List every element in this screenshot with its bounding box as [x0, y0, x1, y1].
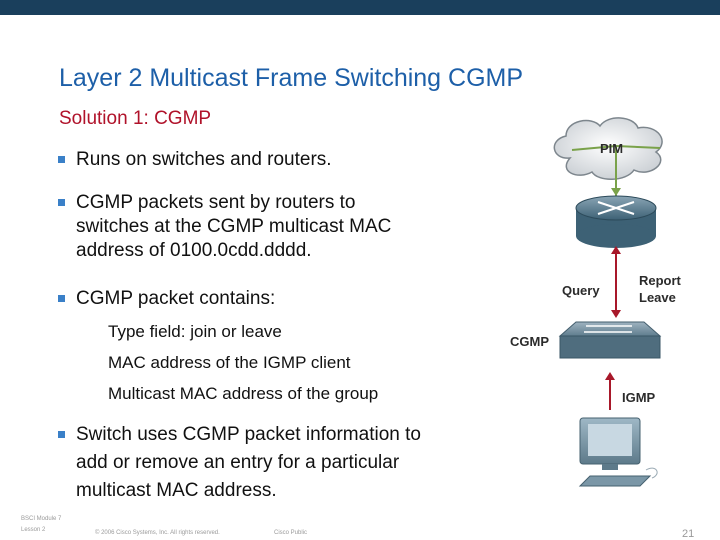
report-arrow-icon: [611, 246, 621, 254]
bullet-marker-icon: [58, 295, 65, 302]
footer-classification: Cisco Public: [274, 530, 308, 536]
bullet-line: CGMP packets sent by routers to: [76, 192, 356, 213]
query-label: Query: [562, 283, 600, 298]
leave-label: Leave: [639, 290, 676, 305]
pim-cloud-icon: PIM: [553, 117, 663, 180]
top-bar: [0, 0, 720, 15]
bullet-marker-icon: [58, 431, 65, 438]
sub-item-multicast-mac: Multicast MAC address of the group: [108, 384, 379, 403]
slide-subtitle: Solution 1: CGMP: [59, 108, 212, 129]
footer-lesson: Lesson 2: [21, 527, 46, 533]
pc-icon: [578, 417, 658, 487]
bullet-line: multicast MAC address.: [76, 480, 277, 501]
bullet-marker-icon: [58, 199, 65, 206]
footer-copyright: © 2006 Cisco Systems, Inc. All rights re…: [95, 530, 220, 536]
cgmp-network-diagram: PIM Query Report Leave CGMP IGMP: [510, 117, 682, 487]
igmp-label: IGMP: [622, 390, 656, 405]
link-arrow-icon: [611, 188, 621, 196]
switch-icon: [558, 321, 662, 359]
report-label: Report: [639, 273, 682, 288]
bullet-line: add or remove an entry for a particular: [76, 452, 400, 473]
sub-item-type-field: Type field: join or leave: [108, 322, 282, 341]
cgmp-label: CGMP: [510, 334, 549, 349]
bullet-line: Switch uses CGMP packet information to: [76, 424, 421, 445]
igmp-arrow-icon: [605, 372, 615, 380]
router-icon: [575, 195, 657, 248]
slide-title: Layer 2 Multicast Frame Switching CGMP: [59, 64, 524, 92]
query-arrow-icon: [611, 310, 621, 318]
footer-module: BSCI Module 7: [21, 516, 62, 522]
bullet-line: Runs on switches and routers.: [76, 149, 332, 170]
bullet-line: switches at the CGMP multicast MAC: [76, 216, 392, 237]
sub-item-mac-client: MAC address of the IGMP client: [108, 353, 351, 372]
page-number: 21: [682, 528, 695, 540]
bullet-line: address of 0100.0cdd.dddd.: [76, 240, 312, 261]
bullet-line: CGMP packet contains:: [76, 288, 276, 309]
pim-label: PIM: [600, 141, 623, 156]
bullet-marker-icon: [58, 156, 65, 163]
